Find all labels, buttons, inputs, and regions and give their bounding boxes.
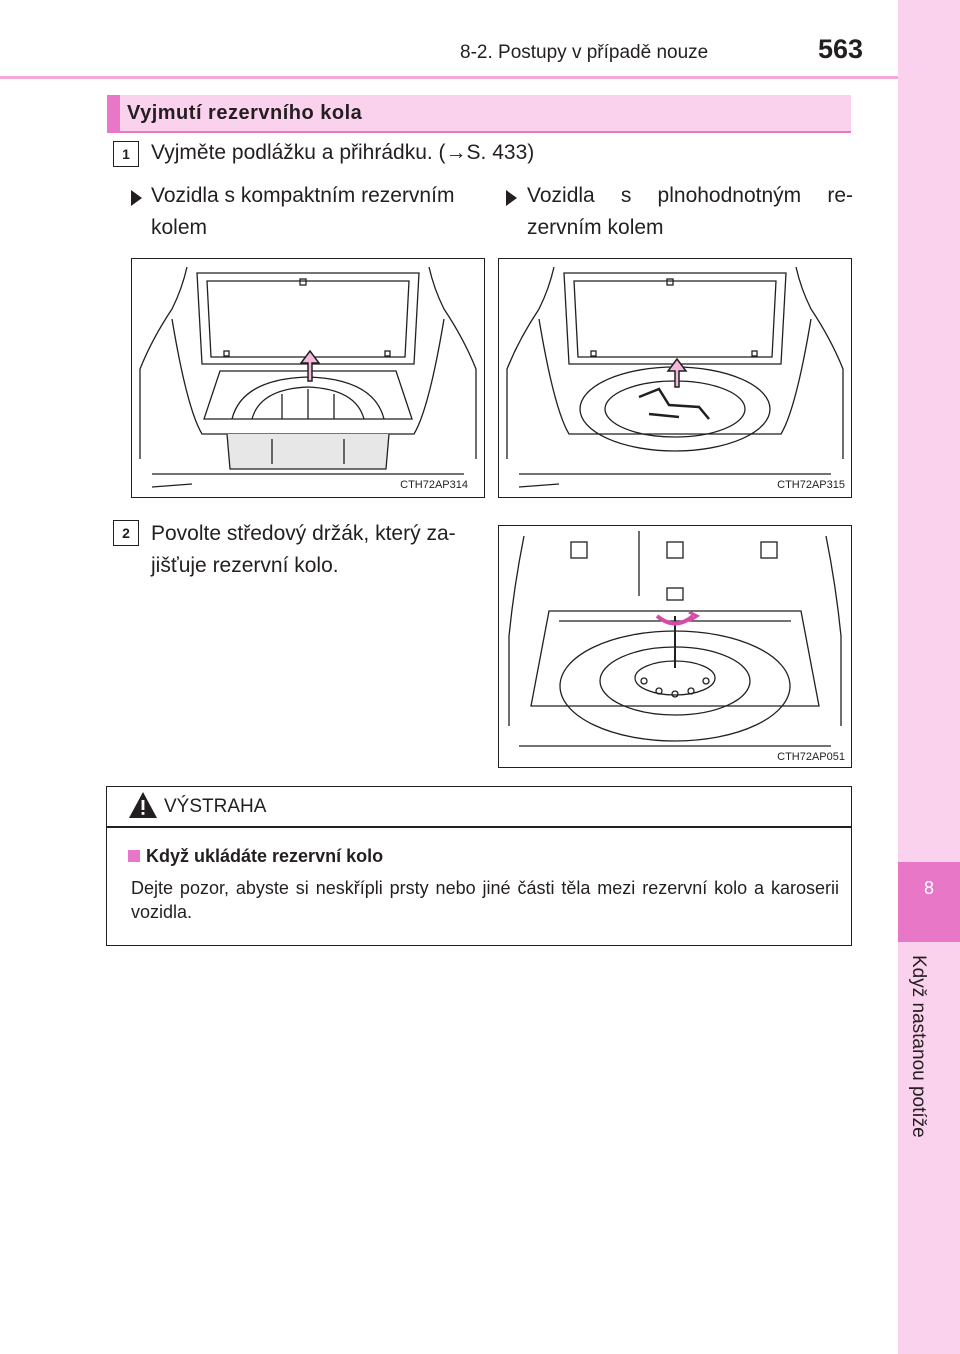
chapter-number: 8 [923,878,934,898]
section-heading-bar [107,95,851,133]
section-heading: Vyjmutí rezervního kola [127,102,363,124]
figure-code-3: CTH72AP051 [775,751,847,763]
trunk-full-spare-illustration [506,266,844,488]
spare-wheel-clamp-illustration [508,531,842,747]
warning-subtitle: Když ukládáte rezervní kolo [146,846,384,866]
variant-full-spare: Vozidla s plnohodnotným re-zervním kolem [527,184,853,239]
trunk-compact-spare-illustration [139,266,477,488]
step-text-1: Vyjměte podlážku a přihrádku. (→S. 433) [151,141,535,164]
header-rule [0,76,898,79]
figure-compact-spare: CTH72AP314 [131,258,485,498]
warning-bullet-square-icon [128,850,140,862]
warning-header-rule [107,826,851,828]
figure-code-2: CTH72AP315 [775,479,847,491]
step-number-2: 2 [113,520,139,546]
warning-box [106,786,852,946]
figure-spare-wheel-clamp: CTH72AP051 [498,525,852,768]
figure-code-1: CTH72AP314 [398,479,470,491]
warning-label: VÝSTRAHA [164,796,267,817]
step-text-2: Povolte středový držák, který za-jišťuje… [151,522,456,577]
chapter-sidebar [898,0,960,1354]
warning-body: Dejte pozor, abyste si neskřípli prsty n… [131,878,839,922]
chapter-tab[interactable] [898,862,960,942]
chapter-title: Když nastanou potíže [908,955,929,1138]
bullet-triangle-icon [506,190,517,206]
warning-triangle-icon [129,792,157,818]
figure-full-spare: CTH72AP315 [498,258,852,498]
bullet-triangle-icon [131,190,142,206]
page-number: 563 [818,34,864,64]
step-number-1: 1 [113,141,139,167]
section-title: 8-2. Postupy v případě nouze [460,42,709,63]
section-heading-accent [107,95,120,133]
variant-compact-spare: Vozidla s kompaktním rezervním kolem [151,184,455,239]
